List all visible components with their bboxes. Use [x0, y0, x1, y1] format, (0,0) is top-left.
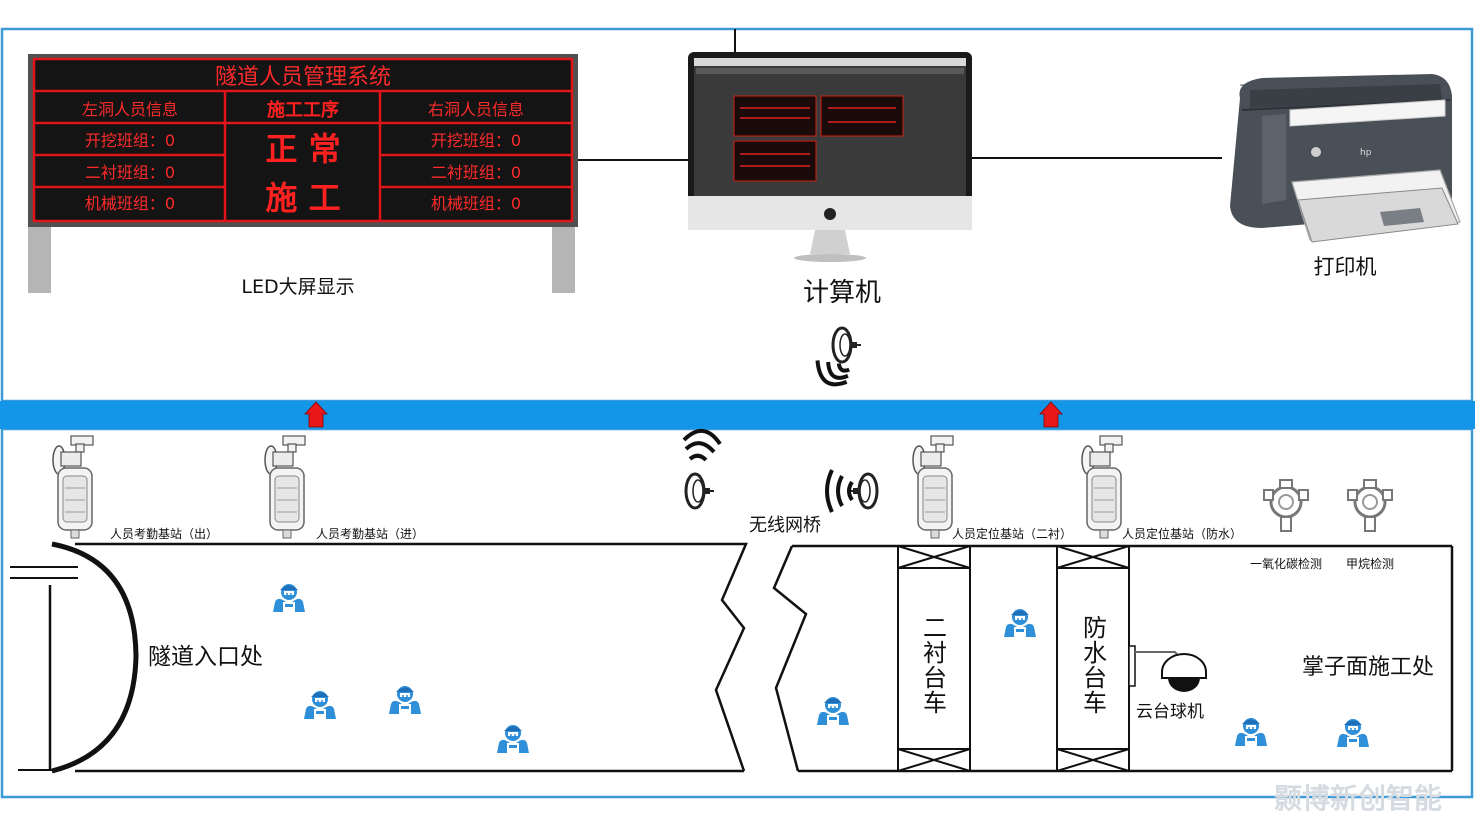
printer-label: 打印机 — [1314, 255, 1377, 279]
led-title: 隧道人员管理系统 — [215, 65, 391, 90]
worker-icon — [497, 725, 529, 753]
led-status-line-2: 施 工 — [265, 179, 340, 217]
antenna-icon — [831, 326, 863, 364]
camera-label: 云台球机 — [1136, 702, 1204, 722]
trolley-lining — [897, 545, 971, 772]
uplink-arrow-left — [304, 401, 328, 428]
computer-monitor — [688, 52, 972, 262]
base-station-icon-in — [264, 435, 306, 539]
worker-icon — [1235, 718, 1267, 746]
worker-icon — [817, 697, 849, 725]
trolley-waterproof — [1056, 545, 1130, 772]
led-right-header: 右洞人员信息 — [428, 100, 524, 119]
tunnel-left-section — [75, 542, 748, 773]
worker-icon — [273, 584, 305, 612]
worker-icon — [389, 686, 421, 714]
station-label-out: 人员考勤基站（出） — [110, 527, 218, 541]
face-label: 掌子面施工处 — [1302, 655, 1434, 680]
base-station-icon-lining — [912, 435, 954, 539]
tunnel-portal — [10, 541, 139, 774]
led-left-row-2: 二衬班组：0 — [85, 163, 175, 182]
bridge-label: 无线网桥 — [749, 515, 821, 536]
entrance-label: 隧道入口处 — [148, 644, 263, 670]
station-label-waterproof: 人员定位基站（防水） — [1122, 526, 1242, 541]
base-station-icon-out — [52, 435, 94, 539]
methane-detector-icon — [1346, 478, 1394, 533]
worker-icon — [1004, 609, 1036, 637]
led-right-row-2: 二衬班组：0 — [431, 163, 521, 182]
computer-label: 计算机 — [803, 278, 881, 308]
led-board: 隧道人员管理系统 左洞人员信息 施工工序 右洞人员信息 开挖班组：0 二衬班组：… — [28, 54, 578, 293]
led-right-row-1: 开挖班组：0 — [431, 131, 521, 150]
led-left-row-3: 机械班组：0 — [85, 194, 175, 213]
bridge-antenna-left-icon — [684, 472, 716, 510]
uplink-arrow-right — [1039, 401, 1063, 428]
worker-icon — [304, 691, 336, 719]
station-label-lining: 人员定位基站（二衬） — [952, 526, 1072, 541]
led-center-header: 施工工序 — [267, 99, 339, 121]
base-station-icon-waterproof — [1081, 435, 1123, 539]
network-band — [0, 401, 1475, 429]
ptz-camera-icon — [1128, 645, 1207, 692]
watermark: 颢博新创智能 — [1274, 782, 1442, 815]
signal-icon — [815, 360, 850, 387]
station-label-in: 人员考勤基站（进） — [316, 527, 424, 541]
printer-icon: hp — [1230, 74, 1461, 243]
led-right-leg — [552, 227, 575, 293]
led-right-row-3: 机械班组：0 — [431, 194, 521, 213]
co-detector-label: 一氧化碳检测 — [1250, 556, 1322, 571]
trolley-lining-label: 二衬台车 — [923, 614, 947, 717]
led-caption: LED大屏显示 — [241, 276, 354, 298]
bridge-signal-left-icon — [682, 429, 722, 462]
svg-text:hp: hp — [1360, 148, 1372, 158]
bridge-antenna-right-icon — [847, 472, 879, 510]
led-left-leg — [28, 227, 51, 293]
methane-detector-label: 甲烷检测 — [1346, 556, 1394, 571]
led-status-line-1: 正 常 — [265, 130, 340, 168]
led-left-row-1: 开挖班组：0 — [85, 131, 175, 150]
bridge-signal-right-icon — [825, 469, 854, 513]
co-detector-icon — [1262, 478, 1310, 533]
trolley-waterproof-label: 防水台车 — [1083, 614, 1107, 717]
worker-icon — [1337, 719, 1369, 747]
led-left-header: 左洞人员信息 — [82, 100, 178, 119]
